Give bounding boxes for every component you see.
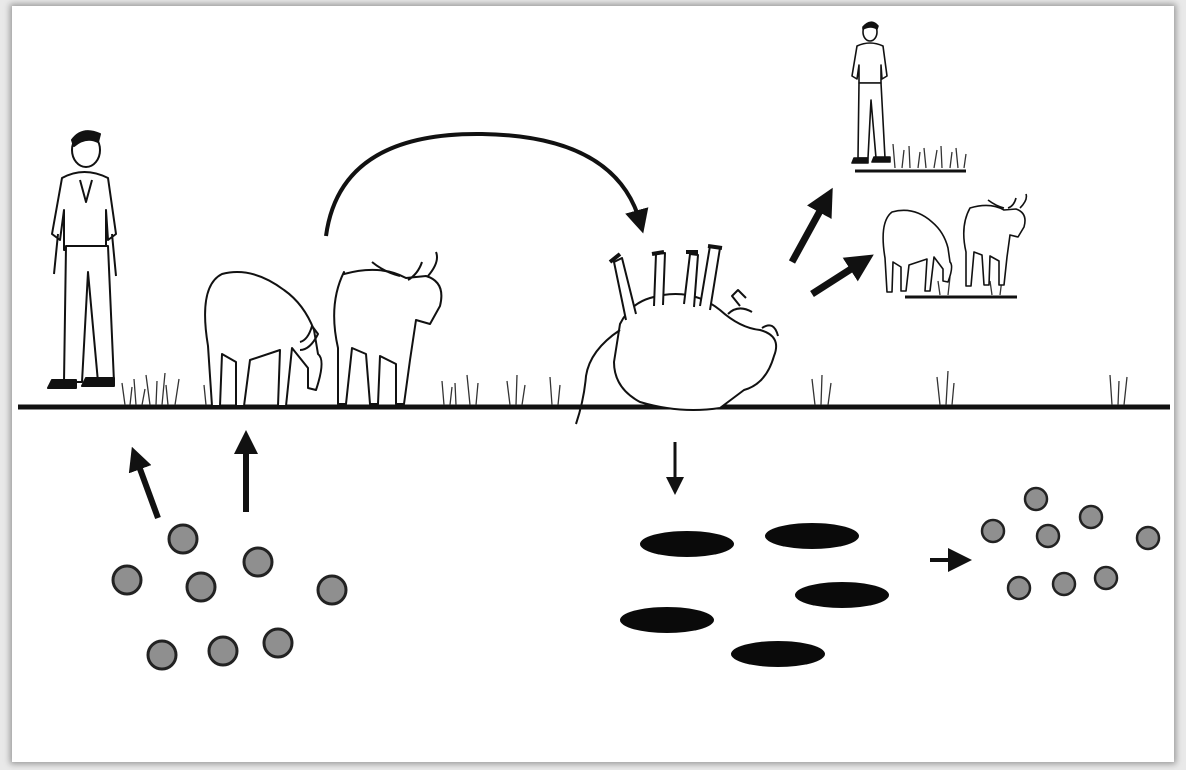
grass-tufts — [121, 143, 1128, 406]
cow-small — [882, 209, 953, 293]
bacillus-cell — [795, 582, 889, 608]
spore — [1078, 504, 1104, 530]
buffalo-small — [962, 193, 1028, 287]
arrow-up-to-person — [128, 446, 161, 520]
grazing-cow — [204, 271, 323, 407]
bacillus-cell — [640, 531, 734, 557]
spore — [1023, 486, 1049, 512]
spore — [1051, 571, 1077, 597]
spore — [1135, 525, 1161, 551]
vegetative-cells — [620, 523, 889, 667]
diagram-frame — [12, 6, 1174, 762]
spore — [1035, 523, 1061, 549]
person-standing-left — [47, 130, 117, 389]
person-standing-small — [851, 21, 891, 164]
spore — [262, 627, 294, 659]
spore — [980, 518, 1006, 544]
spore — [1093, 565, 1119, 591]
spore — [1006, 575, 1032, 601]
spore — [316, 574, 348, 606]
spore — [167, 523, 199, 555]
spore — [146, 639, 178, 671]
spore — [207, 635, 239, 667]
bacillus-cell — [731, 641, 825, 667]
arrow-to-person-small — [788, 187, 833, 264]
soil-spores-left — [111, 523, 348, 671]
bacillus-cell — [620, 607, 714, 633]
spore — [185, 571, 217, 603]
disease-cycle-diagram — [18, 21, 1170, 671]
soil-spores-right — [980, 486, 1161, 601]
transmission-curved-arrow — [324, 131, 649, 237]
spore — [111, 564, 143, 596]
dead-animal-upside-down — [575, 244, 779, 425]
buffalo — [333, 251, 443, 405]
bacillus-cell — [765, 523, 859, 549]
spore — [242, 546, 274, 578]
arrow-to-animals-small — [810, 254, 874, 297]
